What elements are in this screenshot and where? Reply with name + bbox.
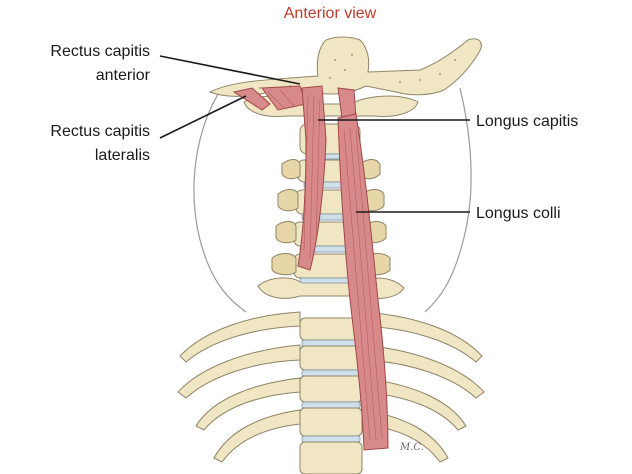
diagram-title: Anterior view (284, 5, 377, 22)
label-rectus-capitis-anterior-1: Rectus capitis (50, 43, 150, 60)
label-rectus-capitis-lateralis-2: lateralis (95, 147, 150, 164)
label-rectus-capitis-anterior-2: anterior (96, 67, 151, 84)
artist-signature: M.C. (399, 442, 424, 453)
labels: Rectus capitis anterior Rectus capitis l… (50, 43, 578, 222)
label-rectus-capitis-lateralis-1: Rectus capitis (50, 123, 150, 140)
label-longus-capitis: Longus capitis (476, 113, 578, 130)
leader-rectus-capitis-anterior (159, 55, 301, 85)
label-longus-colli: Longus colli (476, 205, 561, 222)
skull-base (208, 36, 482, 97)
rectus-capitis-lateralis (232, 87, 271, 111)
leader-lines (159, 55, 470, 213)
muscles (232, 85, 389, 451)
leader-rectus-capitis-lateralis (159, 95, 247, 139)
neck-outline (193, 87, 472, 313)
